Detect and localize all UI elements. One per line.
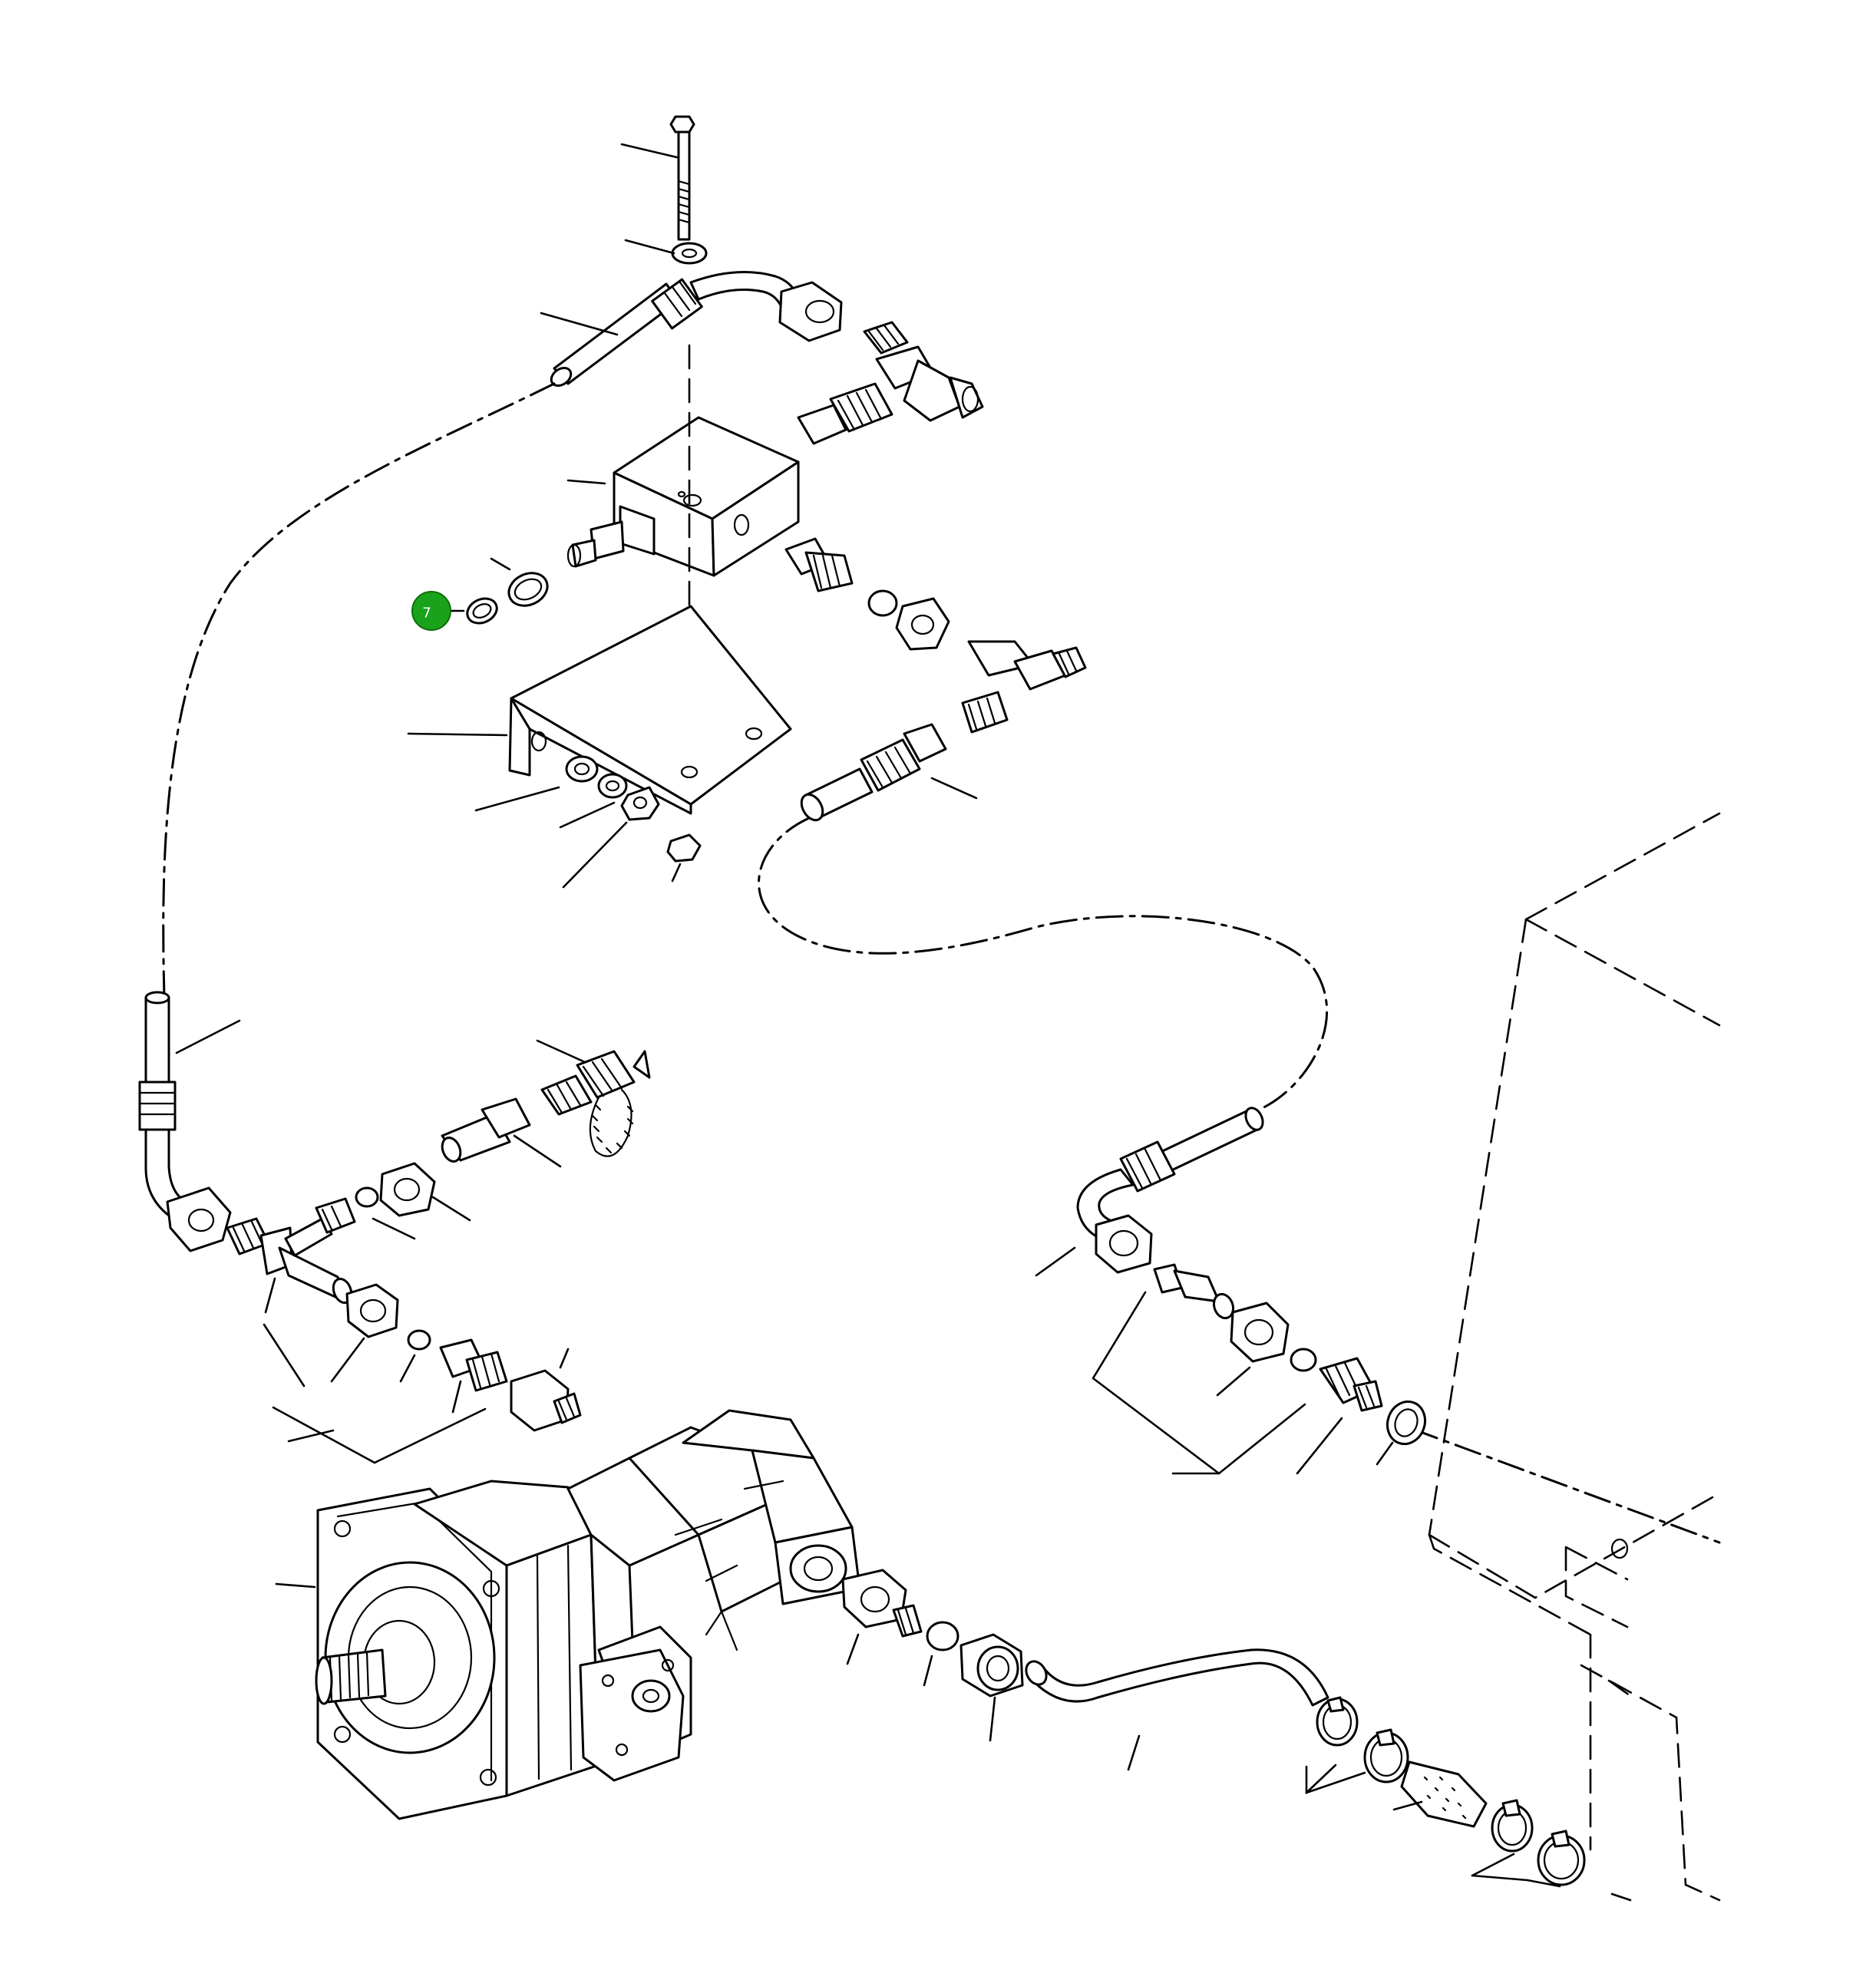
mounting-bracket (407, 605, 792, 815)
hose-clamps-and-sleeve (1305, 1696, 1586, 1888)
hose-route-left (162, 382, 556, 999)
bracket-hardware (474, 755, 702, 889)
hose-route-middle (758, 817, 1328, 1111)
left-fittings-chain (355, 1039, 651, 1240)
o-ring-large (490, 557, 549, 607)
pump-outlet-fittings (841, 1569, 1024, 1742)
top-right-tee-fitting (797, 321, 984, 445)
o-ring-small (466, 597, 498, 625)
left-vertical-hose (138, 991, 241, 1252)
hydraulic-pump (275, 1409, 861, 1820)
hose-route-right (1411, 1427, 1721, 1544)
block-right-fittings (784, 537, 1087, 734)
top-elbow-pipe (540, 271, 843, 388)
left-lower-fittings (263, 1283, 582, 1464)
right-middle-hose (1035, 1107, 1264, 1277)
top-bolt (620, 115, 695, 241)
callout-badge-7[interactable]: 7 (411, 591, 465, 631)
top-washer (624, 239, 708, 265)
right-middle-fittings (1092, 1263, 1427, 1475)
valve-cartridge (566, 505, 656, 568)
callout-label: 7 (422, 605, 431, 622)
tank-outline (1428, 812, 1721, 1902)
short-hose-fitting (800, 723, 978, 822)
left-tee-fitting (226, 1197, 356, 1314)
suction-hose (1025, 1648, 1329, 1771)
callout-circle[interactable] (411, 591, 451, 631)
